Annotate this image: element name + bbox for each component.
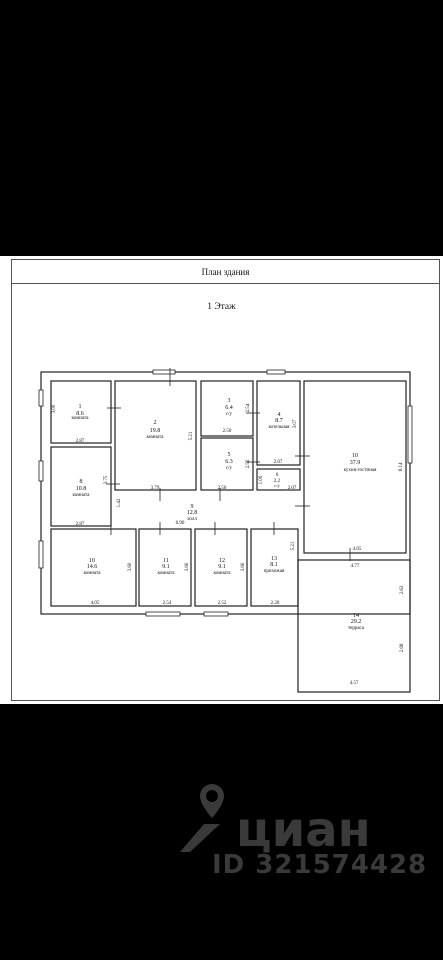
room-num: 9 — [191, 504, 194, 510]
dimension: 2.50 — [218, 486, 227, 491]
sheet-frame — [11, 259, 440, 701]
room-name: с/у — [226, 466, 233, 471]
room-num: 2 — [154, 420, 157, 426]
room-area: 8.1 — [270, 562, 278, 568]
dimension: 2.52 — [246, 459, 251, 468]
room-name: прихожая — [264, 569, 285, 574]
room-num: 10 — [352, 453, 358, 459]
room-num: 13 — [271, 556, 277, 562]
room-num: 4 — [278, 412, 281, 418]
room-name: с/у — [226, 412, 233, 417]
dimension: 2.54 — [246, 403, 251, 412]
dimension: 5.21 — [291, 541, 296, 550]
dimension: 4.57 — [350, 681, 359, 686]
room-num: 14 — [353, 613, 359, 619]
dimension: 3.07 — [293, 419, 298, 428]
room-area: 10.8 — [76, 486, 87, 492]
room-area: 9.1 — [218, 564, 226, 570]
room-name: комната — [158, 571, 176, 576]
dimension: 3.75 — [104, 475, 109, 484]
dimension: 2.52 — [218, 601, 227, 606]
dimension: 8.14 — [399, 462, 404, 471]
dimension: 4.65 — [353, 547, 362, 552]
dimension: 4.05 — [91, 601, 100, 606]
dimension-labels: 3.00 2.87 5.21 2.50 2.54 3.07 2.07 8.14 … — [52, 403, 405, 686]
dimension: 4.77 — [351, 564, 360, 569]
dimension: 2.20 — [271, 601, 280, 606]
location-pin-icon — [180, 784, 224, 852]
dimension: 3.00 — [52, 404, 57, 413]
dimension: 2.63 — [400, 585, 405, 594]
room-name: комната — [73, 493, 91, 498]
room-area: 12.8 — [187, 510, 198, 516]
room-area: 8.7 — [275, 418, 283, 424]
floor-plan-sheet: План здания 1 Этаж — [0, 256, 443, 704]
dimension: 3.60 — [128, 562, 133, 571]
room-area: 37.9 — [350, 460, 361, 466]
room-labels: 1 8.6 комната 2 19.8 комната 3 6.4 с/у 4… — [72, 398, 378, 631]
dimension: 2.07 — [274, 460, 283, 465]
dimension: 1.42 — [117, 498, 122, 507]
dimension: 2.87 — [76, 439, 85, 444]
room-area: 2.2 — [274, 479, 281, 484]
room-num: 11 — [163, 558, 169, 564]
room-num: 5 — [228, 452, 231, 458]
dimension: 3.60 — [241, 562, 246, 571]
walls — [40, 371, 411, 693]
room-num: 1 — [79, 404, 82, 410]
room-name: комната — [147, 435, 165, 440]
room-area: 19.8 — [150, 428, 161, 434]
dimension: 2.87 — [76, 522, 85, 527]
dimension: 2.07 — [288, 486, 297, 491]
room-area: 8.6 — [76, 411, 84, 417]
room-name: котельная — [269, 425, 291, 430]
room-name: комната — [72, 416, 90, 421]
room-name: с/у — [274, 483, 280, 488]
cian-watermark: циан — [180, 784, 371, 858]
room-area: 6.3 — [225, 459, 233, 465]
room-name: холл — [187, 517, 197, 522]
dimension: 3.79 — [151, 486, 160, 491]
room-area: 14.6 — [87, 564, 98, 570]
dimension: 2.54 — [163, 601, 172, 606]
sheet-title: План здания — [201, 267, 250, 277]
windows — [38, 369, 413, 617]
room-num: 8 — [80, 479, 83, 485]
floor-label: 1 Этаж — [207, 302, 236, 312]
room-name: комната — [84, 571, 102, 576]
room-name: комната — [214, 571, 232, 576]
sheet-header: План здания — [12, 260, 439, 284]
dimension: 1.09 — [259, 475, 264, 484]
room-num: 12 — [219, 558, 225, 564]
room-area: 29.2 — [351, 619, 362, 625]
floor-plan-drawing: 1 8.6 комната 2 19.8 комната 3 6.4 с/у 4… — [38, 368, 413, 693]
room-area: 9.1 — [162, 564, 170, 570]
room-name: кухня-гостиная — [344, 468, 378, 473]
dimension: 2.68 — [400, 643, 405, 652]
room-name: терраса — [348, 626, 365, 631]
dimension: 5.21 — [189, 431, 194, 440]
brand-text: циан — [236, 802, 371, 858]
dimension: 6.90 — [176, 521, 185, 526]
room-num: 3 — [228, 398, 231, 404]
dimension: 2.50 — [223, 429, 232, 434]
room-num: 6 — [276, 473, 279, 478]
room-num: 10 — [89, 558, 95, 564]
room-area: 6.4 — [225, 405, 233, 411]
door-marks — [106, 368, 351, 561]
dimension: 3.60 — [185, 562, 190, 571]
listing-id: ID 321574428 — [212, 850, 428, 880]
